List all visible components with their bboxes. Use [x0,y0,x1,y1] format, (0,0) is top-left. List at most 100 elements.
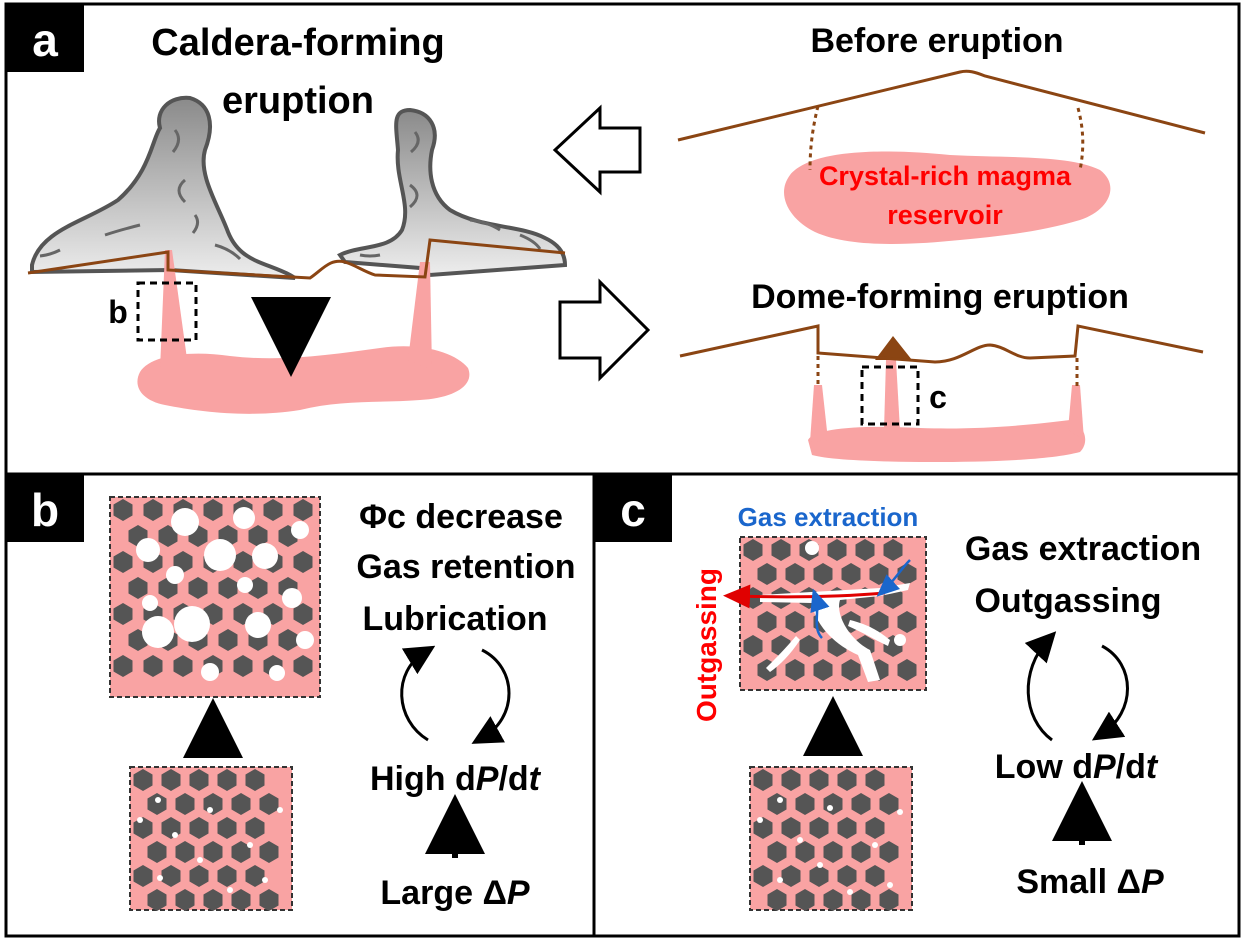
before-eruption-title: Before eruption [810,22,1063,60]
gas-bubble [157,875,163,881]
crystal [143,499,163,521]
panel-c-tag: c [620,484,646,536]
crystal [203,499,223,521]
crystal [231,793,251,815]
before-magma-reservoir [784,151,1111,244]
gas-bubble [847,889,853,895]
panel-b-rate: High dP/dt [370,760,542,798]
crystal [781,865,801,887]
gas-bubble [166,566,184,584]
panel-c-rate: Low dP/dt [995,748,1159,786]
before-right-fault [1076,107,1085,171]
zoom-box-c-label: c [929,379,947,415]
crystal [897,659,917,681]
dome-magma-chamber [808,420,1086,462]
crystal [785,611,805,633]
gas-pocket [805,541,819,555]
crystal [263,499,283,521]
gas-extraction-label: Gas extraction [738,502,919,532]
gas-extraction-arrow-2 [810,588,830,639]
crystal [158,525,178,547]
panel-c-cycle-left [1024,631,1057,742]
crystal [245,769,265,791]
crystal [248,577,268,599]
crystal [147,889,167,911]
crystal [809,817,829,839]
panel-a-tag: a [32,14,58,66]
crystal [217,817,237,839]
panel-c-bottom-texture [749,766,913,911]
crystal [757,563,777,585]
crystal [837,769,857,791]
crystal [233,551,253,573]
crystal [147,793,167,815]
crystal [879,889,899,911]
crystal [248,525,268,547]
crystal [161,769,181,791]
crystal [837,865,857,887]
crystal [897,611,917,633]
crystal [879,841,899,863]
crystal [293,551,313,573]
right-ash-plume [337,107,568,278]
crystal [231,889,251,911]
gas-bubble [757,817,763,823]
left-plume-streaks [39,129,242,261]
crystal [851,841,871,863]
gas-bubble [291,521,309,539]
crystal [781,769,801,791]
crystal [795,793,815,815]
caldera-ground-line [27,238,566,280]
right-plume-streaks [359,131,542,258]
crystal [203,889,223,911]
gas-bubble [233,507,255,529]
zoom-box-b-label: b [108,294,128,330]
gas-channel-network [760,583,910,682]
crystal [813,659,833,681]
panel-b-cycle-right [471,648,511,744]
crystal [851,889,871,911]
crystal [217,865,237,887]
left-ash-plume [30,95,297,280]
gas-bubble [277,807,283,813]
panel-b-bottom-texture [129,766,293,911]
panel-a: a Caldera-forming eruption b [4,2,1241,476]
panel-b-top-texture [109,496,321,698]
caldera-title-line1: Caldera-forming [151,22,444,64]
crystal [245,817,265,839]
crystal [781,817,801,839]
crystal [869,611,889,633]
gas-bubble [817,862,823,868]
crystal [767,889,787,911]
crystal [827,539,847,561]
panel-c-top-texture [723,536,927,691]
gas-bubble [797,837,803,843]
panel-c-cycle-right [1091,644,1129,741]
panel-b-line3: Lubrication [362,600,547,638]
crystal [851,793,871,815]
crystal [133,817,153,839]
outgassing-label: Outgassing [691,568,722,722]
gas-pocket [894,634,906,646]
crystal [189,865,209,887]
crystal [753,769,773,791]
gas-bubble [197,857,203,863]
crystal [231,841,251,863]
panel-b-line2: Gas retention [356,548,575,586]
crystal [841,563,861,585]
crystal [293,603,313,625]
gas-bubble [204,539,236,571]
gas-bubble [269,665,285,681]
crystal [259,889,279,911]
gas-extraction-arrow-1 [876,559,911,597]
gas-bubble [136,538,160,562]
crystal [823,841,843,863]
crystal [133,769,153,791]
panel-b: b Φc decrease Gas retention Lubrication … [4,472,596,938]
gas-bubble [172,832,178,838]
gas-bubble [171,508,199,536]
dome-eruption-title: Dome-forming eruption [751,278,1129,316]
gas-bubble [245,612,271,638]
panel-b-bottom-matrix [129,766,293,911]
